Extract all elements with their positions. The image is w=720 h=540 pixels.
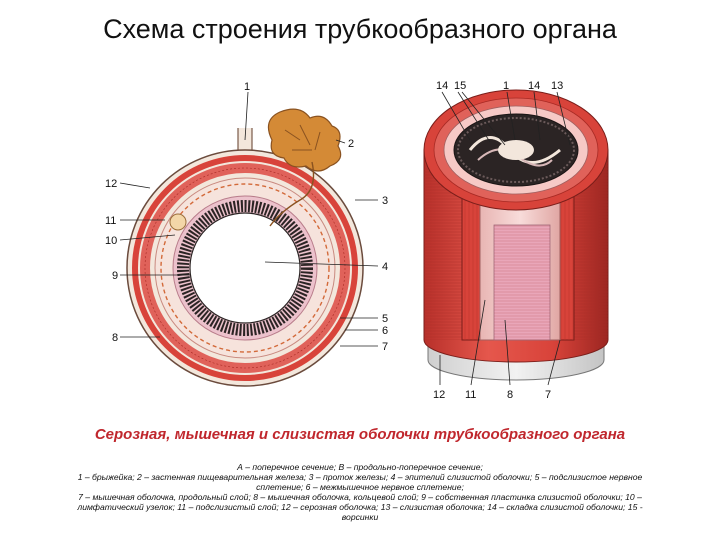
longitudinal-section [424,90,608,380]
label-r14: 14 [436,80,448,92]
label-r14b: 14 [528,80,540,92]
legend-block: А – поперечное сечение; В – продольно-по… [8,462,712,522]
label-r8: 8 [507,389,513,401]
label-6: 6 [382,325,388,337]
label-2: 2 [348,138,354,150]
cross-section [127,109,363,386]
legend-line: 7 – мышечная оболочка, продольный слой; … [8,492,712,502]
legend-line: 1 – брыжейка; 2 – застенная пищеваритель… [8,472,712,482]
legend-line: А – поперечное сечение; В – продольно-по… [8,462,712,472]
label-10: 10 [105,235,117,247]
label-7: 7 [382,341,388,353]
label-4: 4 [382,261,388,273]
legend-line: ворсинки [8,512,712,522]
diagram-caption: Серозная, мышечная и слизистая оболочки … [0,426,720,443]
label-r15: 15 [454,80,466,92]
label-r1: 1 [503,80,509,92]
label-r13: 13 [551,80,563,92]
legend-line: лимфатический узелок; 11 – подслизистый … [8,502,712,512]
label-9: 9 [112,270,118,282]
label-r11: 11 [465,389,476,401]
lymph-nodule [170,214,186,230]
label-8: 8 [112,332,118,344]
label-3: 3 [382,195,388,207]
label-r7: 7 [545,389,551,401]
label-12: 12 [105,178,117,190]
label-r12: 12 [433,389,445,401]
label-1: 1 [244,81,250,93]
label-11: 11 [105,215,116,227]
legend-line: сплетение; 6 – межмышечное нервное сплет… [8,482,712,492]
label-5: 5 [382,313,388,325]
